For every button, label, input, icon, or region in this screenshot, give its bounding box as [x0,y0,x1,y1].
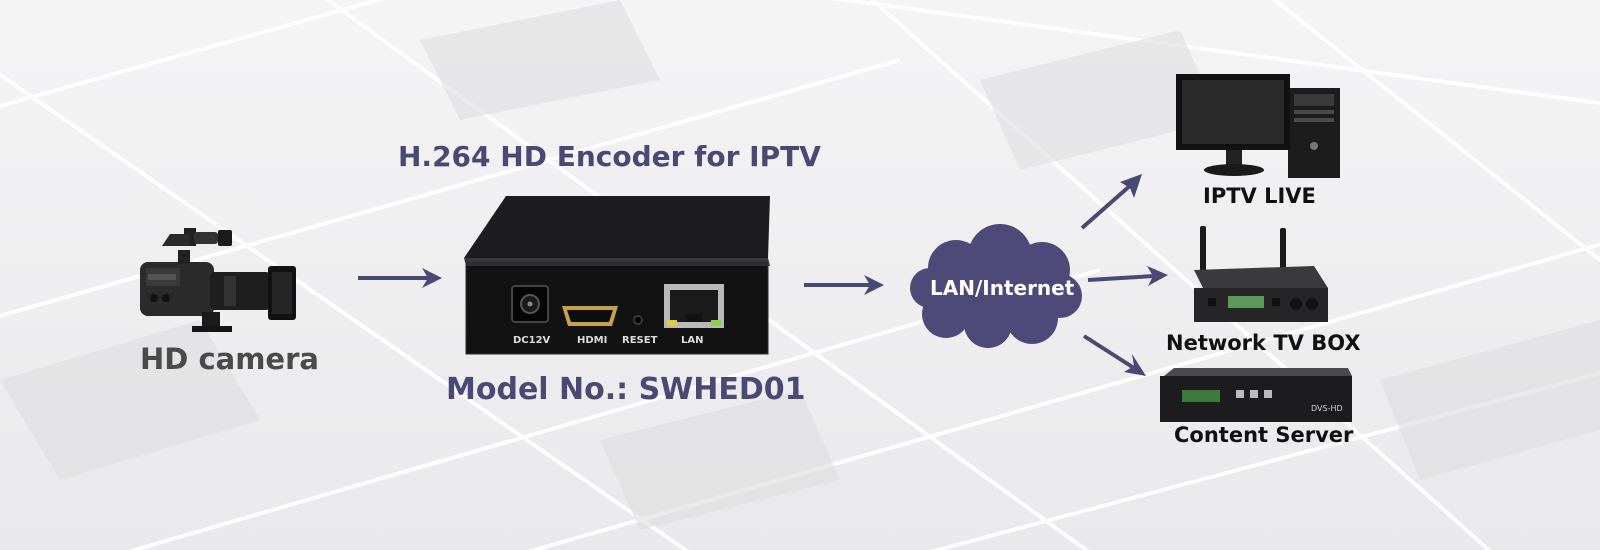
cloud-icon [910,224,1082,348]
set-top-box-icon [1194,226,1328,322]
camera-icon [140,228,296,332]
destination-label-server: Content Server [1174,423,1354,447]
reset-hole-icon [633,315,643,325]
port-label-lan: LAN [681,335,704,346]
port-label-reset: RESET [622,335,658,346]
diagram-title: H.264 HD Encoder for IPTV [398,140,821,173]
content-server-icon [1160,368,1352,422]
encoder-device [464,196,770,355]
server-badge: DVS-HD [1311,404,1343,413]
destination-label-tvbox: Network TV BOX [1166,331,1361,355]
arrow-network-to-tvbox [1087,266,1168,286]
port-label-hdmi: HDMI [577,335,608,346]
destination-label-iptv: IPTV LIVE [1203,184,1316,208]
desktop-computer-icon [1176,74,1340,178]
model-number: Model No.: SWHED01 [446,372,806,407]
arrow-camera-to-encoder [358,268,442,288]
network-label: LAN/Internet [930,276,1075,300]
arrow-network-to-iptv [1080,174,1142,230]
source-label: HD camera [140,342,319,376]
arrow-network-to-server [1082,334,1146,376]
port-label-dc: DC12V [513,335,551,346]
arrow-encoder-to-network [804,275,884,295]
